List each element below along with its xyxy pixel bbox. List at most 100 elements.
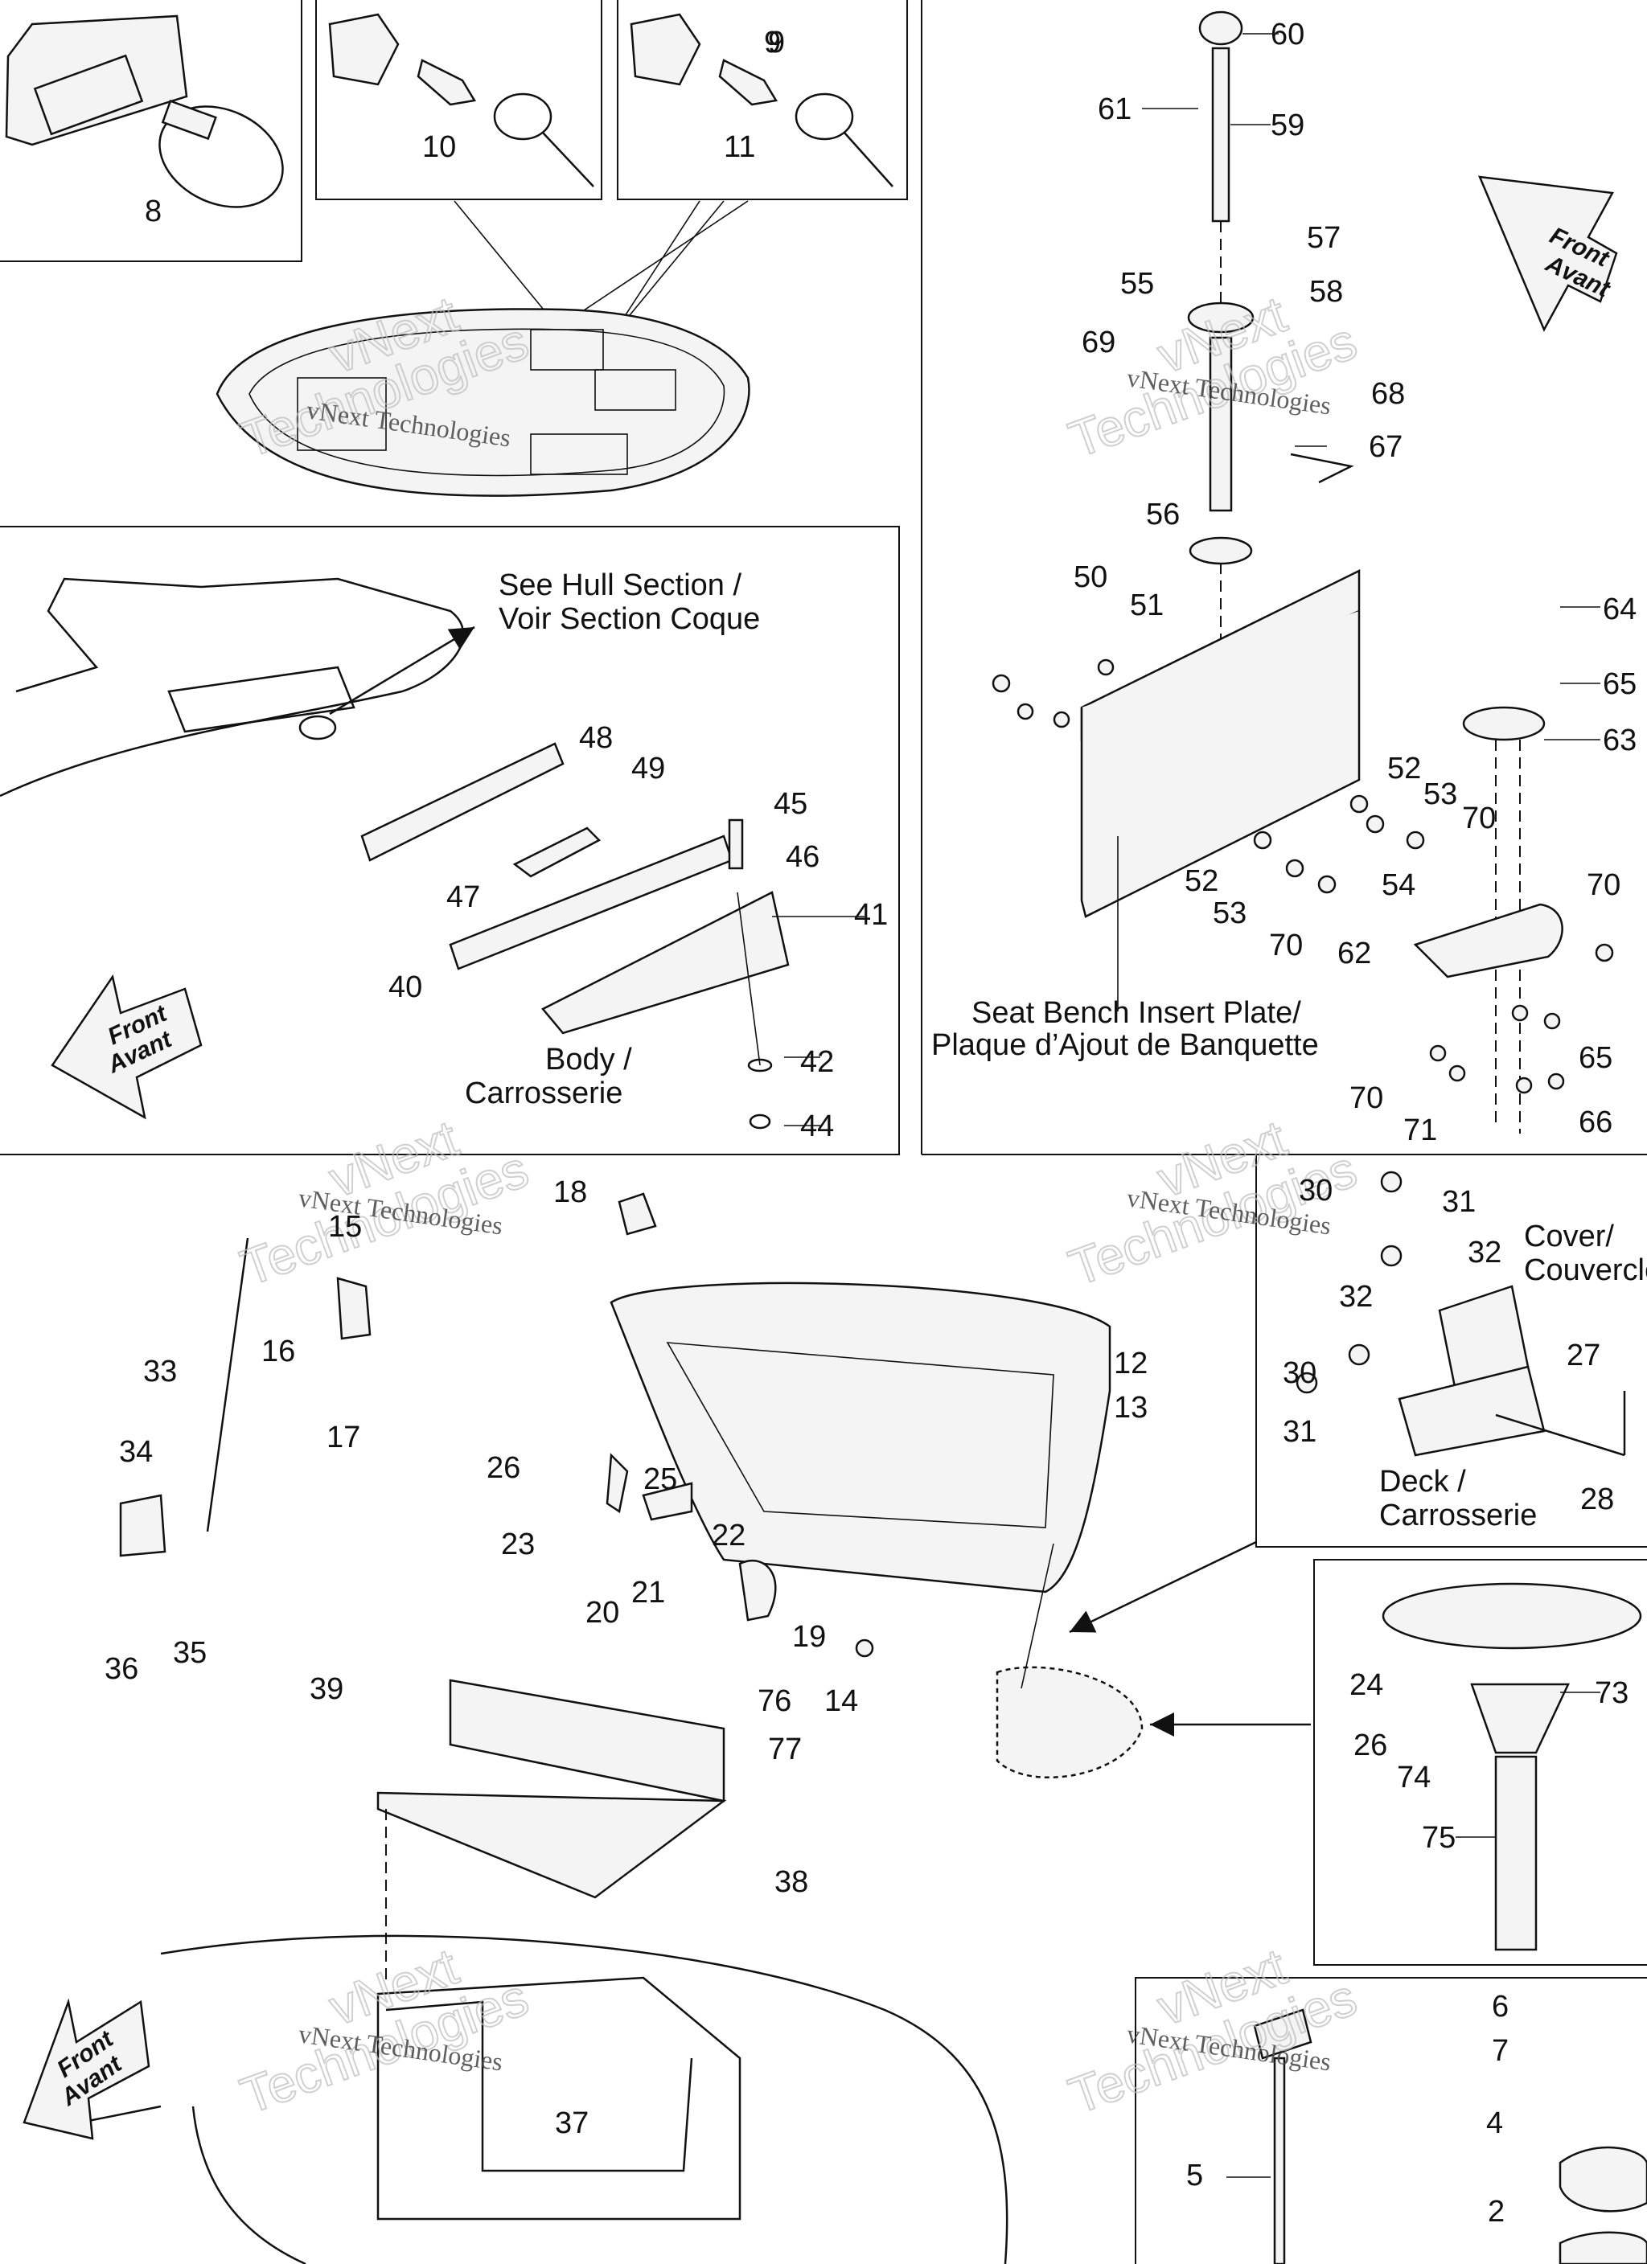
fasteners-right — [992, 658, 1614, 1094]
callout-5: 5 — [1186, 2159, 1203, 2192]
callout-77: 77 — [768, 1733, 802, 1766]
callout-6: 6 — [1492, 1990, 1509, 2024]
callout-51: 51 — [1130, 589, 1164, 622]
hull-section-label-1: See Hull Section / — [499, 568, 741, 602]
callout-7: 7 — [1492, 2034, 1509, 2068]
callout-31: 31 — [1442, 1185, 1476, 1219]
callout-55: 55 — [1120, 267, 1154, 301]
callout-8: 8 — [145, 195, 162, 228]
callout-21: 21 — [631, 1576, 665, 1610]
callout-67: 67 — [1369, 430, 1403, 464]
callout-9: 9 — [764, 26, 781, 59]
callout-66: 66 — [1579, 1105, 1612, 1139]
callout-39: 39 — [310, 1672, 343, 1706]
callout-24: 24 — [1349, 1668, 1383, 1702]
callout-30: 30 — [1299, 1174, 1333, 1208]
callout-45: 45 — [774, 787, 807, 821]
callout-36: 36 — [105, 1652, 138, 1686]
callout-70: 70 — [1462, 802, 1496, 835]
callout-32: 32 — [1468, 1236, 1501, 1269]
callout-59: 59 — [1271, 109, 1304, 142]
hull-section-view — [0, 577, 790, 1130]
deck-bottom-view — [80, 1934, 1008, 2266]
callout-52: 52 — [1185, 864, 1218, 898]
callout-25: 25 — [643, 1462, 677, 1496]
cover-label-1: Cover/ — [1524, 1220, 1614, 1253]
callout-62: 62 — [1337, 937, 1371, 970]
body-label-2: Carrosserie — [465, 1077, 622, 1110]
callout-34: 34 — [119, 1435, 153, 1469]
callout-54: 54 — [1382, 868, 1415, 902]
callout-41: 41 — [854, 898, 888, 932]
deck-label-1: Deck / — [1379, 1465, 1466, 1499]
callout-49: 49 — [631, 752, 665, 785]
callout-2: 2 — [1488, 2195, 1505, 2229]
callout-70: 70 — [1349, 1081, 1383, 1115]
hull-section-label-2: Voir Section Coque — [499, 602, 760, 636]
callout-37: 37 — [555, 2106, 589, 2140]
deck-label-2: Carrosserie — [1379, 1499, 1537, 1532]
callout-11: 11 — [724, 130, 755, 164]
callout-20: 20 — [585, 1596, 619, 1630]
storage-tray — [376, 1679, 727, 1986]
callout-75: 75 — [1422, 1821, 1456, 1855]
callout-30: 30 — [1283, 1356, 1316, 1390]
callout-64: 64 — [1603, 593, 1637, 626]
callout-15: 15 — [328, 1210, 362, 1244]
callout-35: 35 — [173, 1636, 207, 1670]
callout-12: 12 — [1114, 1347, 1148, 1380]
callout-17: 17 — [327, 1421, 360, 1454]
callout-60: 60 — [1271, 18, 1304, 51]
callout-leaders — [772, 33, 1600, 2178]
bottom-right-post — [1253, 2008, 1647, 2266]
callout-56: 56 — [1146, 498, 1180, 531]
callout-10: 10 — [422, 130, 456, 164]
callout-57: 57 — [1307, 221, 1341, 255]
callout-65: 65 — [1579, 1041, 1612, 1075]
callout-68: 68 — [1371, 377, 1405, 411]
callout-14: 14 — [824, 1684, 858, 1718]
callout-23: 23 — [501, 1528, 535, 1561]
callout-58: 58 — [1309, 275, 1343, 309]
seat-plate-label-1: Seat Bench Insert Plate/ — [971, 996, 1301, 1030]
callout-19: 19 — [792, 1620, 826, 1654]
callout-38: 38 — [774, 1865, 808, 1899]
callout-9: 9 — [768, 26, 785, 59]
callout-40: 40 — [388, 970, 422, 1004]
left-hardware — [119, 1192, 874, 1658]
callout-50: 50 — [1074, 560, 1107, 594]
callout-61: 61 — [1098, 92, 1132, 126]
callout-42: 42 — [800, 1045, 834, 1079]
callout-27: 27 — [1567, 1339, 1600, 1372]
callout-44: 44 — [800, 1109, 834, 1143]
screw-tie-inset-right — [630, 13, 893, 187]
callout-26: 26 — [1353, 1729, 1387, 1762]
callout-22: 22 — [712, 1519, 745, 1552]
front-arrow-bottom: Front Avant — [23, 1998, 150, 2140]
tie-strap-inset — [5, 14, 284, 208]
screw-tie-inset-left — [328, 13, 594, 187]
callout-47: 47 — [446, 880, 480, 914]
body-label-1: Body / — [545, 1043, 632, 1077]
callout-73: 73 — [1595, 1676, 1629, 1710]
callout-53: 53 — [1423, 777, 1457, 811]
seat-plate-label-2: Plaque d’Ajout de Banquette — [931, 1028, 1319, 1062]
callout-74: 74 — [1397, 1761, 1431, 1794]
callout-53: 53 — [1213, 896, 1247, 930]
seat-lid — [610, 1282, 1311, 1778]
cover-label-2: Couvercle — [1524, 1253, 1647, 1287]
watermarks: vNext Technologies vNext Technologies vN… — [232, 284, 1365, 2126]
callout-65: 65 — [1603, 667, 1637, 701]
front-arrow-mid: Front Avant — [51, 974, 203, 1120]
callout-4: 4 — [1486, 2106, 1503, 2140]
callout-70: 70 — [1269, 929, 1303, 962]
callout-46: 46 — [786, 840, 819, 874]
callout-16: 16 — [261, 1335, 295, 1368]
callout-70: 70 — [1587, 868, 1620, 902]
callout-26: 26 — [487, 1451, 520, 1485]
callout-33: 33 — [143, 1355, 177, 1388]
